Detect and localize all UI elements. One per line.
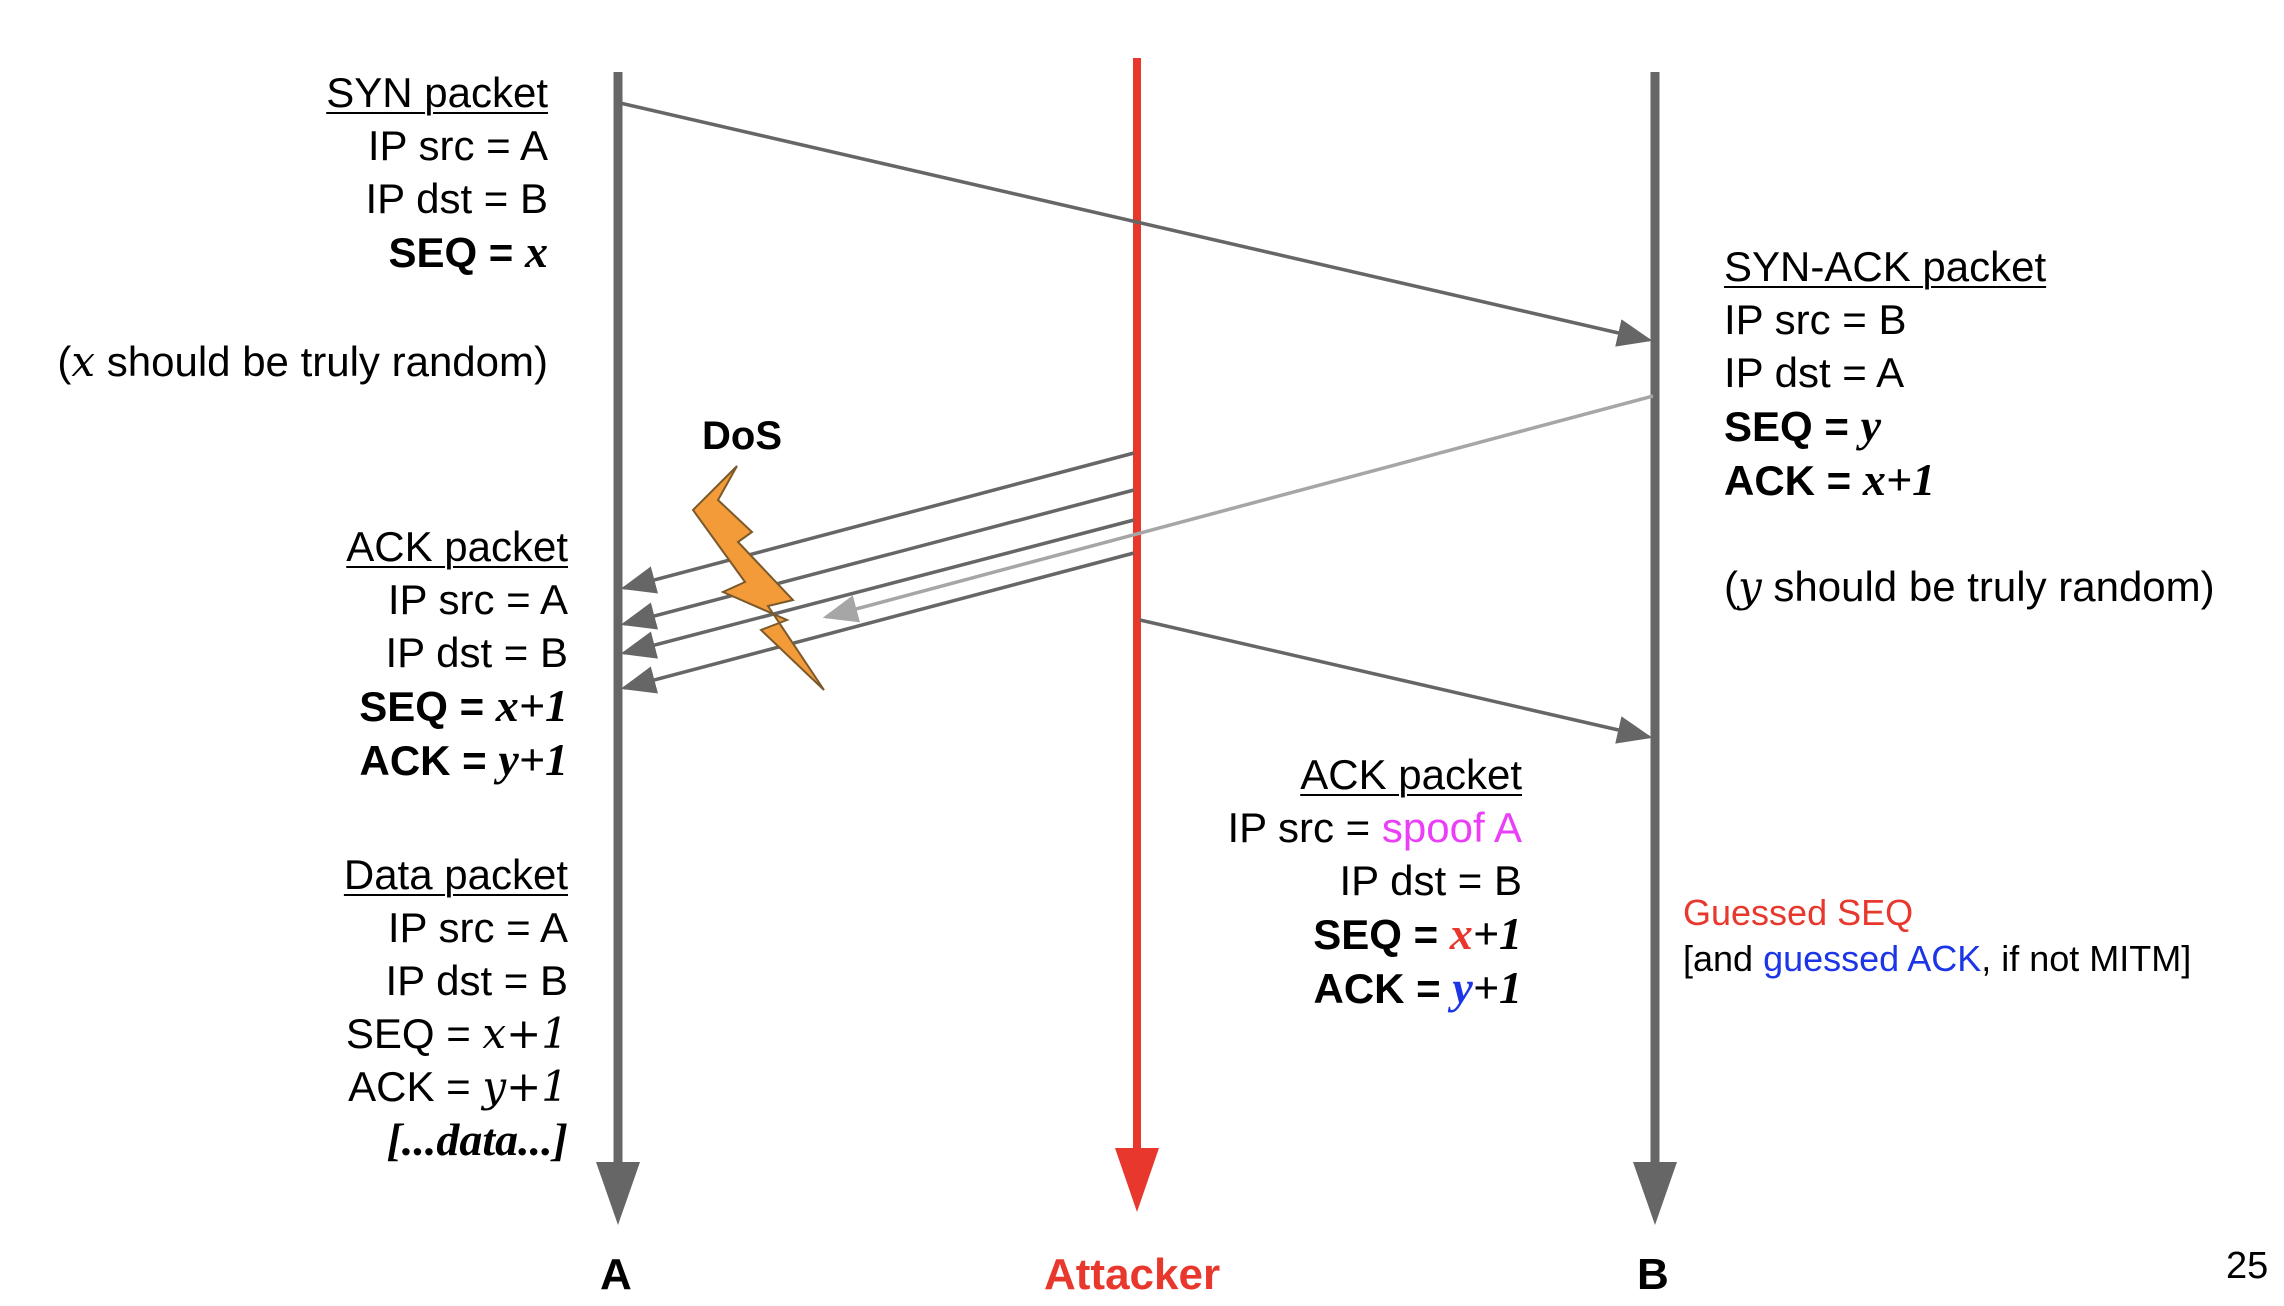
- lane-a-arrowhead: [596, 1162, 640, 1225]
- syn-seq: SEQ = x: [326, 225, 548, 279]
- page-number: 25: [2226, 1245, 2269, 1287]
- spoof-src: IP src = spoof A: [1227, 801, 1522, 854]
- synack-random-note: (y should be truly random): [1724, 560, 2215, 613]
- spoof-ack-rest: +1: [1472, 962, 1522, 1013]
- dos-arrow-4: [620, 551, 1135, 694]
- ack-a-ack-value: y+1: [498, 734, 568, 785]
- guess-ack-line: [and guessed ACK, if not MITM]: [1683, 936, 2191, 982]
- guess-line2-a: [and: [1683, 938, 1764, 979]
- ack-a-src: IP src = A: [387, 576, 568, 623]
- syn-seq-value: x: [525, 226, 548, 277]
- synack-note-rest: should be truly random): [1761, 563, 2215, 610]
- synack-note-open: (: [1724, 563, 1738, 610]
- ack-a-seq-value: x+1: [495, 680, 568, 731]
- syn-packet: SYN packet IP src = A IP dst = B SEQ = x: [326, 66, 548, 279]
- spoof-dst: IP dst = B: [1339, 857, 1523, 904]
- data-seq: SEQ = x+1: [344, 1007, 568, 1060]
- synack-seq-label: SEQ =: [1724, 403, 1861, 450]
- syn-note-rest: should be truly random): [95, 338, 548, 385]
- ack-a-seq-label: SEQ =: [359, 683, 496, 730]
- spoof-seq-var: x: [1449, 908, 1473, 959]
- synack-src: IP src = B: [1724, 296, 1907, 343]
- synack-title: SYN-ACK packet: [1724, 243, 2047, 290]
- synack-dst: IP dst = A: [1724, 349, 1905, 396]
- data-packet: Data packet IP src = A IP dst = B SEQ = …: [344, 848, 568, 1166]
- spoof-seq-rest: +1: [1472, 908, 1522, 959]
- synack-ack-value: x+1: [1862, 454, 1936, 505]
- dos-arrow-1: [620, 451, 1135, 594]
- spoof-ack: ACK = y+1: [1227, 961, 1523, 1015]
- lane-b-label: B: [1637, 1250, 1669, 1299]
- ack-a-ack: ACK = y+1: [346, 733, 569, 787]
- spoof-seq-label: SEQ =: [1313, 911, 1450, 958]
- guess-line2-b: guessed ACK: [1763, 938, 1982, 979]
- data-src: IP src = A: [387, 904, 568, 951]
- synack-seq: SEQ = y: [1724, 399, 2046, 453]
- synack-packet: SYN-ACK packet IP src = B IP dst = A SEQ…: [1724, 240, 2046, 507]
- dos-arrow-3: [620, 518, 1135, 659]
- syn-dst: IP dst = B: [365, 175, 549, 222]
- synack-ack-label: ACK =: [1724, 457, 1863, 504]
- dos-arrow-2: [620, 488, 1135, 630]
- data-payload: [...data...]: [386, 1114, 568, 1165]
- syn-seq-label: SEQ =: [388, 229, 525, 276]
- ack-a-ack-label: ACK =: [359, 737, 499, 784]
- spoof-ack-label: ACK =: [1313, 965, 1453, 1012]
- guess-line2-c: , if not MITM]: [1981, 938, 2192, 979]
- spoof-title: ACK packet: [1300, 751, 1522, 798]
- lane-attacker-arrowhead: [1115, 1148, 1159, 1212]
- ack-a-seq: SEQ = x+1: [346, 679, 568, 733]
- data-title: Data packet: [343, 851, 568, 898]
- data-ack: ACK = y+1: [344, 1060, 568, 1113]
- synack-arrow: [822, 394, 1654, 623]
- spoof-src-label: IP src =: [1227, 804, 1382, 851]
- syn-title: SYN packet: [326, 69, 548, 116]
- synack-seq-value: y: [1860, 400, 1881, 451]
- ack-a-dst: IP dst = B: [385, 629, 569, 676]
- data-seq-value: x+1: [482, 1009, 568, 1058]
- spoof-seq: SEQ = x+1: [1227, 907, 1522, 961]
- synack-ack: ACK = x+1: [1724, 453, 2046, 507]
- ack-packet-a: ACK packet IP src = A IP dst = B SEQ = x…: [346, 520, 568, 787]
- synack-note-var: y: [1738, 562, 1762, 611]
- lane-attacker: [1115, 58, 1159, 1212]
- spoof-ack-var: y: [1452, 962, 1473, 1013]
- spoof-ack-arrow: [1139, 618, 1653, 744]
- syn-random-note: (x should be truly random): [57, 335, 548, 388]
- data-seq-label: SEQ =: [345, 1010, 483, 1057]
- dos-label: DoS: [702, 414, 782, 458]
- lane-a: [596, 72, 640, 1225]
- lane-b-arrowhead: [1633, 1162, 1677, 1225]
- lane-attacker-label: Attacker: [1044, 1250, 1221, 1299]
- syn-note-open: (: [57, 338, 72, 385]
- lane-b: [1633, 72, 1677, 1225]
- data-dst: IP dst = B: [385, 957, 569, 1004]
- spoofed-ack-packet: ACK packet IP src = spoof A IP dst = B S…: [1227, 748, 1522, 1015]
- syn-arrow: [619, 101, 1653, 347]
- spoof-src-value: spoof A: [1381, 804, 1522, 851]
- data-ack-label: ACK =: [348, 1063, 483, 1110]
- guess-seq-line: Guessed SEQ: [1683, 892, 1914, 933]
- lightning-bolt-icon: [691, 465, 825, 691]
- syn-note-var: x: [71, 337, 96, 386]
- data-ack-value: y+1: [482, 1062, 568, 1111]
- guess-note: Guessed SEQ [and guessed ACK, if not MIT…: [1683, 890, 2191, 982]
- ack-a-title: ACK packet: [346, 523, 568, 570]
- syn-src: IP src = A: [367, 122, 548, 169]
- dos-flood-arrows: [620, 451, 1135, 694]
- lane-a-label: A: [600, 1250, 632, 1299]
